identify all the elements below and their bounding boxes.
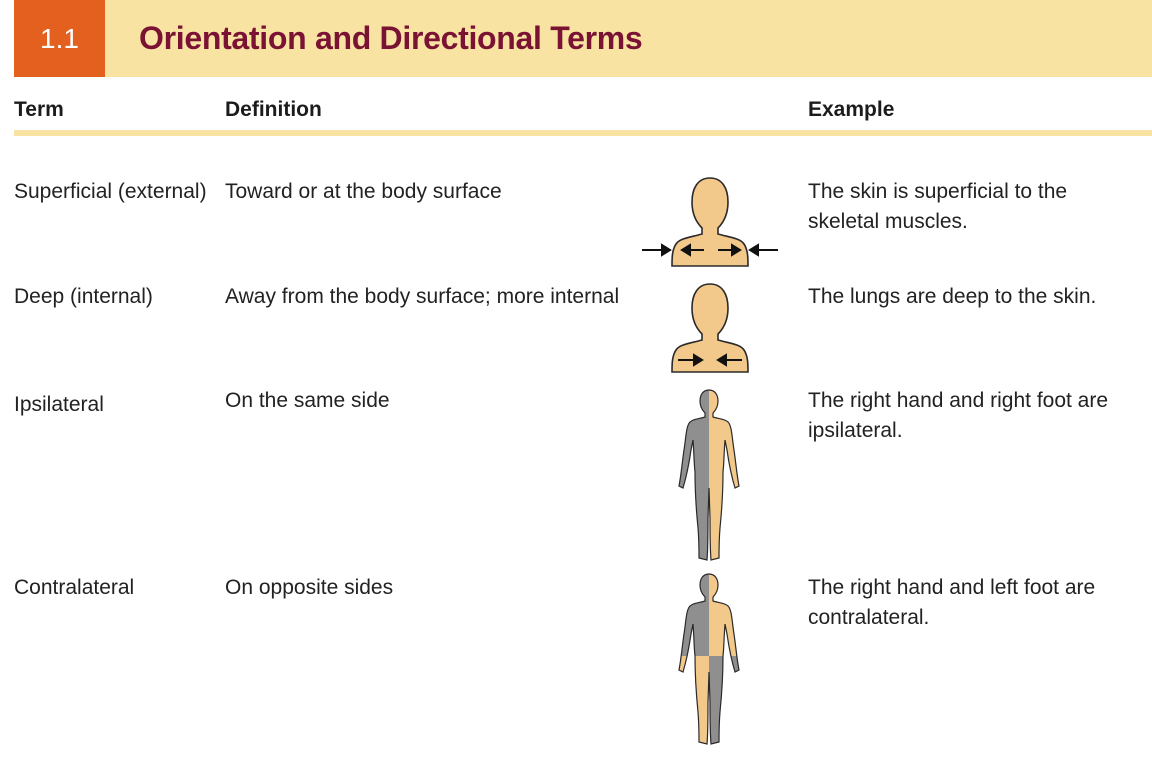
definition-cell: On the same side (225, 389, 390, 412)
example-cell: The skin is superficial to the skeletal … (808, 180, 1068, 233)
example-cell: The right hand and left foot are contral… (808, 576, 1096, 629)
column-header-term: Term (14, 98, 64, 121)
table-title: Orientation and Directional Terms (139, 20, 643, 56)
term-cell: Deep (internal) (14, 285, 153, 308)
term-cell: Superficial (external) (14, 180, 207, 203)
term-cell: Ipsilateral (14, 393, 104, 416)
definition-cell: Toward or at the body surface (225, 180, 502, 203)
column-header-example: Example (808, 98, 895, 121)
body-same-side-shaded-icon (678, 389, 740, 561)
body-opposite-sides-shaded-icon (678, 573, 740, 745)
column-header-definition: Definition (225, 98, 322, 121)
definition-cell: On opposite sides (225, 576, 394, 599)
bust-arrows-outside-icon (642, 177, 778, 267)
table-number-badge: 1.1 (14, 0, 105, 77)
table-header-band (14, 0, 1152, 77)
term-cell: Contralateral (14, 576, 135, 599)
example-cell: The right hand and right foot are ipsila… (808, 389, 1109, 442)
definition-cell: Away from the body surface; more interna… (225, 285, 620, 308)
header-rule (14, 130, 1152, 136)
example-cell: The lungs are deep to the skin. (808, 285, 1097, 308)
bust-arrows-inside-icon (671, 283, 749, 373)
